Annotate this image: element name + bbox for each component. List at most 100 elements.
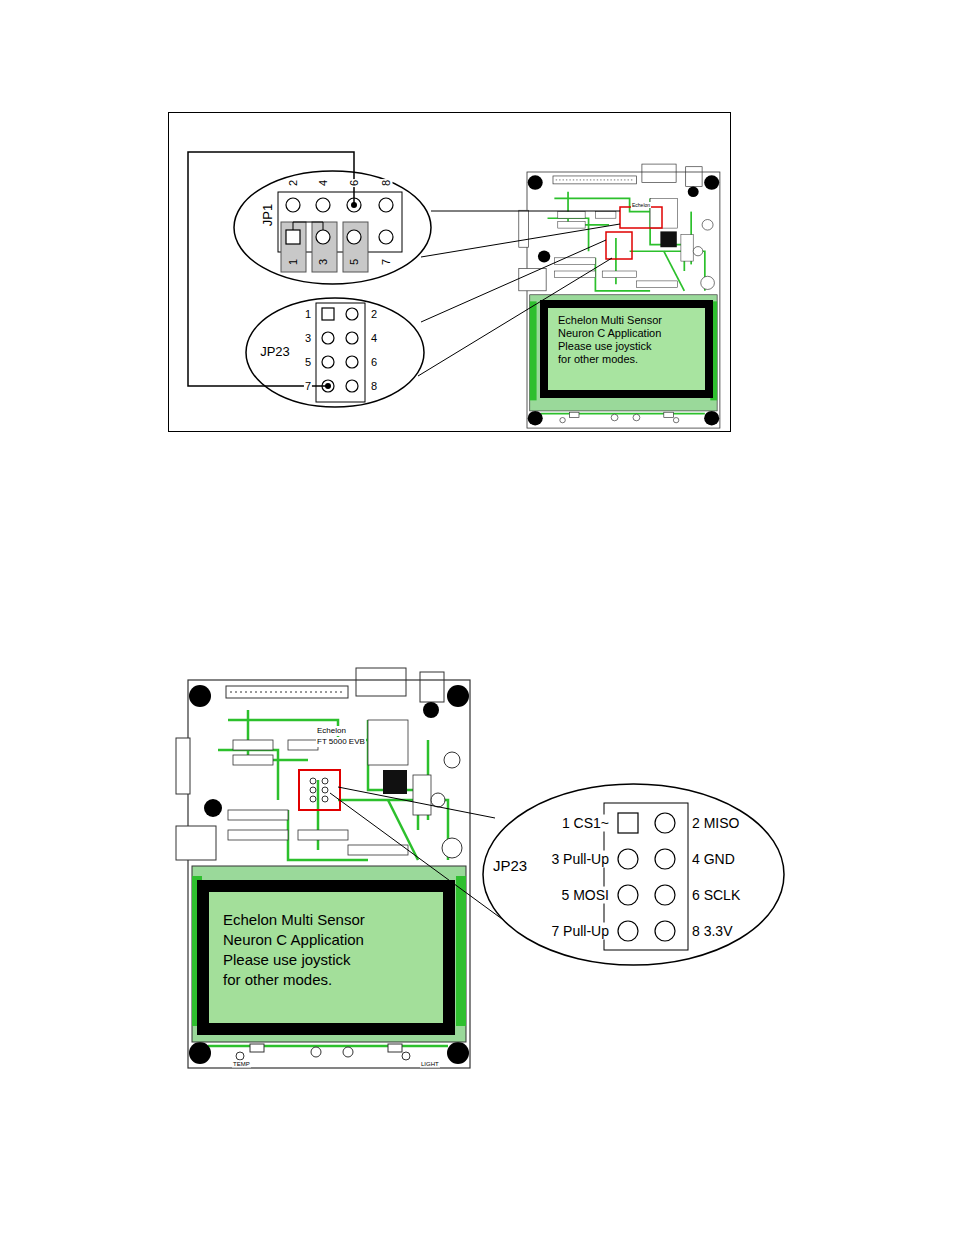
header-pin — [316, 198, 330, 212]
header-pin — [618, 921, 638, 941]
zoom-callout: JP23 — [245, 297, 425, 408]
zoom-callout: JP1 — [233, 170, 432, 285]
header-pin — [379, 198, 393, 212]
pin-label: 4 — [317, 179, 330, 187]
pin-label: 5 — [348, 258, 361, 266]
text-holder: 7 Pull-Up — [550, 923, 610, 940]
ellipse-outline — [482, 783, 785, 966]
lcd-text: Echelon Multi Sensor Neuron C Applicatio… — [223, 910, 369, 990]
pin-label: 6 SCLK — [691, 887, 741, 904]
header-pin — [322, 356, 334, 368]
text-holder: 5 MOSI — [561, 887, 610, 904]
text-holder: 3 — [304, 332, 312, 345]
pin-label: 2 — [370, 308, 378, 321]
header-pin — [379, 230, 393, 244]
silkscreen-text: TEMP — [232, 1061, 251, 1068]
text-holder: 6 SCLK — [691, 887, 741, 904]
header-pin — [322, 332, 334, 344]
highlight-box — [620, 207, 662, 228]
text-holder: 3 Pull-Up — [550, 851, 610, 868]
header-pin — [310, 778, 328, 802]
jumper-wire — [245, 385, 328, 387]
pin-label: 4 GND — [691, 851, 736, 868]
jumper-wire — [353, 170, 355, 205]
text-holder: 1 — [304, 308, 312, 321]
header-pin — [322, 308, 358, 392]
text-holder: 6 — [348, 179, 361, 187]
text-holder: 1 CS1~ — [561, 815, 610, 832]
pin-label: 3 Pull-Up — [550, 851, 610, 868]
leader-line — [431, 211, 620, 212]
text-holder: JP1 — [260, 204, 276, 226]
header-pin — [346, 332, 358, 344]
header-pin — [618, 813, 675, 941]
ellipse-outline — [246, 298, 424, 407]
pin-label: 7 Pull-Up — [550, 923, 610, 940]
header-pin — [322, 380, 334, 392]
header-pin — [618, 813, 638, 833]
lcd-text: Echelon Multi Sensor Neuron C Applicatio… — [558, 314, 665, 366]
ellipse-outline — [483, 784, 784, 965]
header-pin — [286, 198, 300, 212]
silkscreen-text: Echelon — [631, 202, 651, 208]
text-holder: Echelon Multi Sensor Neuron C Applicatio… — [558, 314, 665, 366]
header-name: JP23 — [260, 344, 290, 360]
header-pin — [322, 796, 328, 802]
silkscreen-text: LIGHT — [420, 1061, 440, 1068]
jumper-shunt — [281, 222, 368, 272]
lcd-screen: Echelon Multi Sensor Neuron C Applicatio… — [540, 300, 713, 398]
pin-label: 3 — [317, 258, 330, 266]
pin-label: 2 — [287, 179, 300, 187]
pin-label: 7 — [380, 258, 393, 266]
text-holder: 2 — [287, 179, 300, 187]
header-pin — [286, 230, 300, 244]
text-holder: 8 — [380, 179, 393, 187]
text-holder: 3 — [317, 258, 330, 266]
pcb-board — [519, 164, 720, 428]
text-holder: 8 3.3V — [691, 923, 733, 940]
lcd-screen: Echelon Multi Sensor Neuron C Applicatio… — [197, 880, 455, 1035]
text-holder: 7 — [304, 380, 312, 393]
header-pin — [655, 849, 675, 869]
header-pin — [346, 380, 358, 392]
leader-line — [421, 224, 620, 257]
text-holder: 2 — [370, 308, 378, 321]
pin-label: 5 MOSI — [561, 887, 610, 904]
silkscreen-text: FT 5000 EVB — [316, 737, 366, 747]
text-holder: 4 GND — [691, 851, 736, 868]
ellipse-outline — [233, 170, 432, 285]
text-holder: FT 5000 EVB — [316, 737, 366, 747]
header-pin — [310, 778, 316, 784]
pin-label: 7 — [304, 380, 312, 393]
header-name: JP23 — [493, 857, 527, 875]
text-holder: 4 — [317, 179, 330, 187]
header-pin — [618, 849, 638, 869]
pin-header — [604, 803, 688, 950]
pin-label: 8 — [370, 380, 378, 393]
header-pin — [322, 778, 328, 784]
text-holder: 7 — [380, 258, 393, 266]
header-pin — [655, 921, 675, 941]
pin-header — [316, 303, 365, 402]
leader-line — [338, 787, 495, 818]
header-pin — [618, 885, 638, 905]
text-holder: JP23 — [493, 857, 527, 875]
jumper-header — [278, 192, 402, 252]
pin-label: 3 — [304, 332, 312, 345]
pin-label: 1 — [287, 258, 300, 266]
pin-label: 1 — [304, 308, 312, 321]
header-pin — [316, 230, 330, 244]
header-pin — [655, 813, 675, 833]
zoom-callout: JP23 — [482, 783, 785, 966]
figure-frame — [169, 113, 731, 432]
text-holder: LIGHT — [420, 1061, 440, 1068]
header-pin — [310, 796, 316, 802]
text-holder: 1 — [287, 258, 300, 266]
text-holder: 8 — [370, 380, 378, 393]
text-holder: JP23 — [260, 344, 290, 360]
jumper-shunt — [281, 222, 306, 272]
pin-label: 8 — [380, 179, 393, 187]
pin-label: 5 — [304, 356, 312, 369]
